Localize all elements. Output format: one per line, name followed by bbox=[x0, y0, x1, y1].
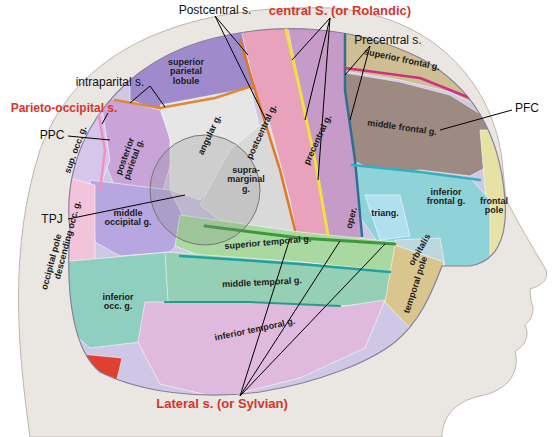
callout-label: central S. (or Rolandic) bbox=[269, 4, 411, 18]
callout-label: PFC bbox=[515, 102, 539, 115]
brain-region bbox=[60, 352, 122, 400]
callout-label: Parieto-occipital s. bbox=[11, 102, 118, 115]
callout-label: Lateral s. (or Sylvian) bbox=[156, 397, 288, 411]
leader-line bbox=[150, 86, 165, 107]
gyrus-label: middle temporal g. bbox=[222, 276, 302, 290]
brain-outline bbox=[69, 29, 506, 395]
leader-line bbox=[215, 16, 266, 120]
gyrus-label: triang. bbox=[371, 209, 399, 218]
leader-line bbox=[68, 16, 512, 396]
sulcus-line bbox=[345, 68, 480, 102]
sulcus-line bbox=[165, 302, 340, 306]
sulcus-line bbox=[352, 165, 480, 180]
brain-region bbox=[365, 195, 410, 240]
gyrus-label: sup. occ. g. bbox=[63, 125, 89, 175]
callout-label: Precentral s. bbox=[354, 34, 421, 47]
brain-region bbox=[138, 300, 385, 398]
gyrus-label: oper. bbox=[345, 206, 360, 229]
brain-region bbox=[40, 10, 520, 410]
gyrus-label: temporal pole bbox=[402, 255, 429, 314]
leader-line bbox=[318, 18, 330, 180]
sulcus-line bbox=[345, 28, 362, 236]
sulcus-line bbox=[180, 256, 390, 272]
gyrus-label: inferior frontal g. bbox=[422, 188, 470, 207]
leader-line bbox=[292, 18, 330, 60]
callout-label: intraparital s. bbox=[76, 76, 145, 89]
gyrus-label: superior frontal g. bbox=[363, 47, 440, 72]
callout-label: PPC bbox=[40, 129, 65, 142]
gyrus-label: inferior occ. g. bbox=[98, 293, 138, 312]
sulcus-line bbox=[115, 86, 252, 108]
gyrus-label: supra- marginal g. bbox=[224, 166, 268, 194]
leader-line bbox=[240, 244, 385, 396]
brain-region bbox=[165, 252, 395, 306]
gyrus-label: frontal pole bbox=[479, 197, 509, 216]
gyrus-label: angular g. bbox=[197, 114, 224, 157]
gyrus-label: postcentral g. bbox=[245, 103, 278, 160]
gyrus-label: middle frontal g. bbox=[367, 118, 438, 137]
gyrus-label: inferior temporal g. bbox=[214, 317, 296, 343]
leader-line bbox=[130, 86, 150, 103]
brain-outline bbox=[69, 29, 506, 395]
leader-line bbox=[240, 238, 290, 396]
brain-region bbox=[340, 72, 500, 176]
callout-label: TPJ bbox=[41, 213, 62, 226]
gyrus-label: precentral g. bbox=[302, 114, 333, 167]
brain-region bbox=[40, 10, 520, 410]
gyrus-label: middle occipital g. bbox=[103, 209, 153, 228]
leader-line bbox=[440, 110, 512, 130]
head-silhouette bbox=[19, 8, 547, 437]
gyrus-label: superior temporal g. bbox=[224, 235, 312, 252]
leader-line bbox=[102, 113, 108, 124]
gyrus-label: superior parietal lobule bbox=[158, 58, 214, 86]
gyrus-label: posterior parietal g. bbox=[111, 126, 150, 191]
head-silhouette bbox=[19, 8, 547, 437]
callout-label: Postcentral s. bbox=[179, 4, 252, 17]
